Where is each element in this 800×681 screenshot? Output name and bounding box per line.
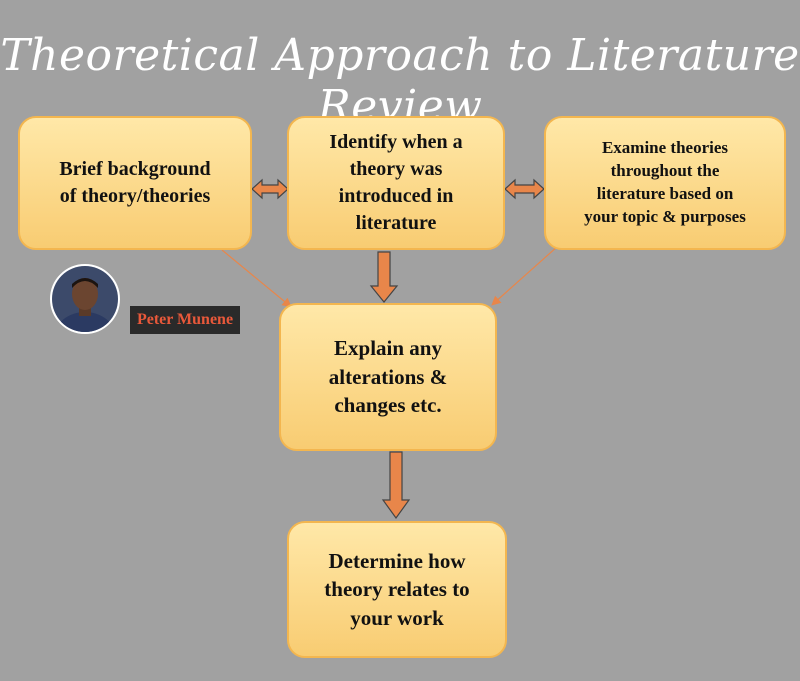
box-brief-background: Brief background of theory/theories <box>18 116 252 250</box>
box-determine-text: Determine how theory relates to your wor… <box>324 548 470 630</box>
box-determine-relation: Determine how theory relates to your wor… <box>287 521 507 658</box>
person-photo-icon <box>50 264 120 334</box>
double-arrow-right <box>504 178 545 200</box>
diagram-title: Theoretical Approach to Literature Revie… <box>0 30 800 132</box>
box-explain-text: Explain any alterations & changes etc. <box>328 336 448 418</box>
down-arrow-identify-to-explain <box>369 251 399 303</box>
box-identify-text: Identify when a theory was introduced in… <box>329 131 463 234</box>
author-name-label: Peter Munene <box>130 306 240 334</box>
box-brief-background-text: Brief background of theory/theories <box>59 158 211 207</box>
box-identify-when-introduced: Identify when a theory was introduced in… <box>287 116 505 250</box>
connector-background-to-explain <box>221 249 292 308</box>
double-arrow-left <box>251 178 289 200</box>
connector-examine-to-explain <box>491 245 559 306</box>
down-arrow-explain-to-determine <box>381 451 411 520</box>
box-explain-alterations: Explain any alterations & changes etc. <box>279 303 497 451</box>
box-examine-theories: Examine theories throughout the literatu… <box>544 116 786 250</box>
box-examine-text: Examine theories throughout the literatu… <box>584 138 746 226</box>
